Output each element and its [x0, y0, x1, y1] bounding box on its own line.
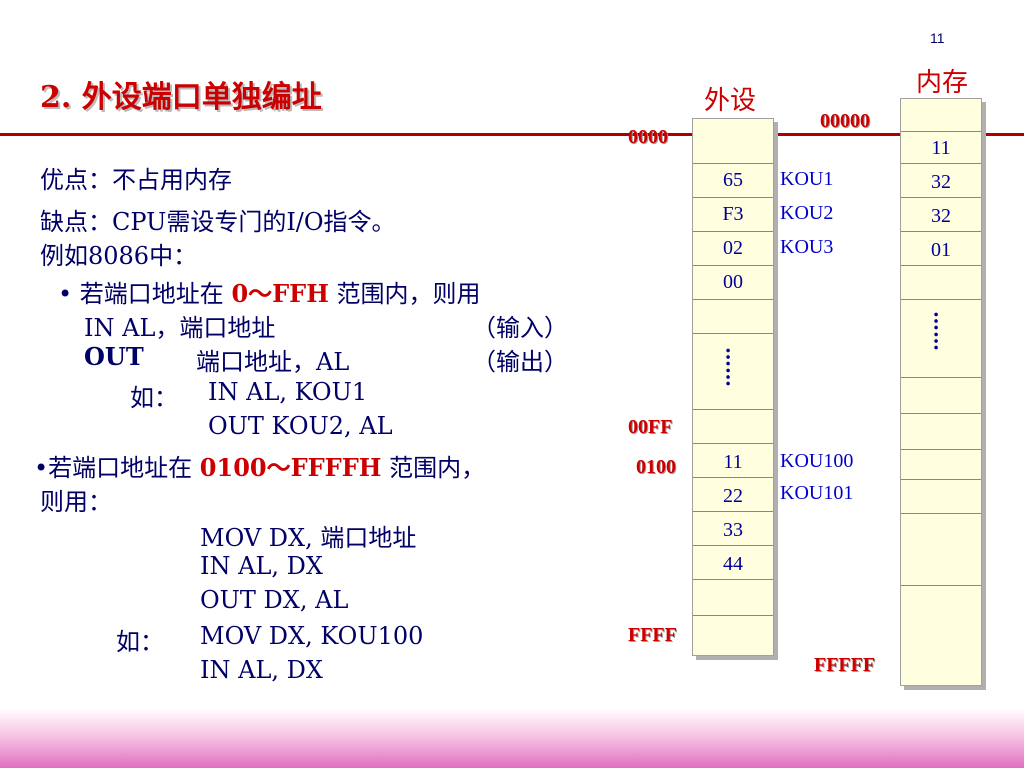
advantage-text: 优点：不占用内存: [40, 166, 232, 194]
memory-column: 11 32 32 01 ……: [900, 98, 982, 686]
mem-cell-divider: [901, 299, 981, 300]
mem-cell-divider: [901, 231, 981, 232]
bullet-1-range: 0～FFH: [231, 279, 329, 308]
in-note: （输入）: [472, 314, 568, 342]
bullet-1-suffix: 范围内，则用: [328, 280, 481, 308]
footer-gradient-band: [0, 708, 1024, 768]
mem-ellipsis: ……: [901, 311, 981, 351]
mem-cell-value: 32: [931, 171, 951, 193]
io-addr-0000: 0000: [628, 126, 668, 148]
mem-cell-value: 01: [931, 239, 951, 261]
mem-cell-divider: [901, 377, 981, 378]
io-space-column: 65 F3 02 00 …… 11 22 33 44: [692, 118, 774, 656]
mem-cell-divider: [901, 265, 981, 266]
io-cell-value: 11: [723, 451, 743, 473]
io-addr-ffff: FFFF: [628, 624, 677, 646]
mem-cell-value: 32: [931, 205, 951, 227]
port-label-kou3: KOU3: [780, 236, 834, 258]
page-number: 11: [930, 30, 945, 46]
mem-cell-divider: [901, 479, 981, 480]
io-cell-divider: [693, 163, 773, 164]
io-cell-divider: [693, 231, 773, 232]
port-label-kou100: KOU100: [780, 450, 854, 472]
memory-label: 内存: [916, 68, 969, 98]
slide-title: 2. 外设端口单独编址: [40, 80, 322, 115]
out-dx-instruction: OUT DX, AL: [200, 586, 349, 614]
io-cell-value: 00: [723, 271, 743, 293]
port-label-kou1: KOU1: [780, 168, 834, 190]
io-cell-value: 22: [723, 485, 743, 507]
mem-cell-divider: [901, 413, 981, 414]
mem-cell-divider: [901, 163, 981, 164]
out-operands: 端口地址，AL: [196, 348, 350, 376]
bullet-1: • 若端口地址在 0～FFH 范围内，则用: [58, 274, 481, 309]
io-cell-divider: [693, 615, 773, 616]
io-cell-value: 33: [723, 519, 743, 541]
mem-cell-divider: [901, 585, 981, 586]
io-cell-divider: [693, 579, 773, 580]
port-label-kou101: KOU101: [780, 482, 854, 504]
bullet-dot: •: [58, 280, 73, 308]
bullet-2: •若端口地址在 0100～FFFFH 范围内，: [34, 448, 485, 483]
mem-ellipsis-text: ……: [929, 311, 954, 351]
mem-addr-fffff: FFFFF: [814, 654, 876, 676]
io-cell-divider: [693, 477, 773, 478]
example-1-line-2: OUT KOU2, AL: [208, 412, 393, 440]
io-cell-value: 02: [723, 237, 743, 259]
example-2-line-1: MOV DX, KOU100: [200, 622, 424, 650]
io-cell-value: F3: [722, 203, 744, 225]
in-dx-instruction: IN AL, DX: [200, 552, 323, 580]
title-underline: [0, 133, 1024, 136]
out-note: （输出）: [472, 348, 568, 376]
mem-cell-divider: [901, 449, 981, 450]
io-cell-divider: [693, 265, 773, 266]
mov-instruction: MOV DX, 端口地址: [200, 524, 417, 552]
bullet-dot: •: [34, 454, 49, 482]
io-cell-divider: [693, 197, 773, 198]
io-cell-divider: [693, 299, 773, 300]
io-ellipsis: ……: [693, 347, 773, 387]
mem-cell-divider: [901, 131, 981, 132]
io-cell-divider: [693, 443, 773, 444]
io-cell-value: 44: [723, 553, 743, 575]
in-instruction: IN AL，端口地址: [84, 314, 276, 342]
mem-addr-00000: 00000: [820, 110, 870, 132]
mem-cell-divider: [901, 197, 981, 198]
io-cell-value: 65: [723, 169, 743, 191]
mem-cell-value: 11: [931, 137, 951, 159]
disadvantage-text: 缺点：CPU需设专门的I/O指令。: [40, 208, 396, 236]
example-label-2: 如：: [116, 628, 164, 656]
example-text: 例如8086中：: [40, 242, 198, 270]
example-label-1: 如：: [130, 384, 178, 412]
io-ellipsis-text: ……: [721, 347, 746, 387]
example-1-line-1: IN AL, KOU1: [208, 378, 368, 406]
port-label-kou2: KOU2: [780, 202, 834, 224]
io-cell-divider: [693, 545, 773, 546]
out-mnemonic: OUT: [84, 342, 144, 371]
bullet-1-prefix: 若端口地址在: [79, 280, 232, 308]
bullet-2-suffix: 范围内，: [381, 454, 486, 482]
io-cell-divider: [693, 409, 773, 410]
bullet-2-range: 0100～FFFFH: [199, 453, 382, 482]
io-space-label: 外设: [704, 86, 757, 116]
example-2-line-2: IN AL, DX: [200, 656, 323, 684]
io-cell-divider: [693, 511, 773, 512]
bullet-2-continuation: 则用：: [40, 488, 112, 516]
io-addr-0100: 0100: [636, 456, 676, 478]
io-cell-divider: [693, 333, 773, 334]
bullet-2-prefix: 若端口地址在: [48, 454, 200, 482]
mem-cell-divider: [901, 513, 981, 514]
io-addr-00ff: 00FF: [628, 416, 673, 438]
